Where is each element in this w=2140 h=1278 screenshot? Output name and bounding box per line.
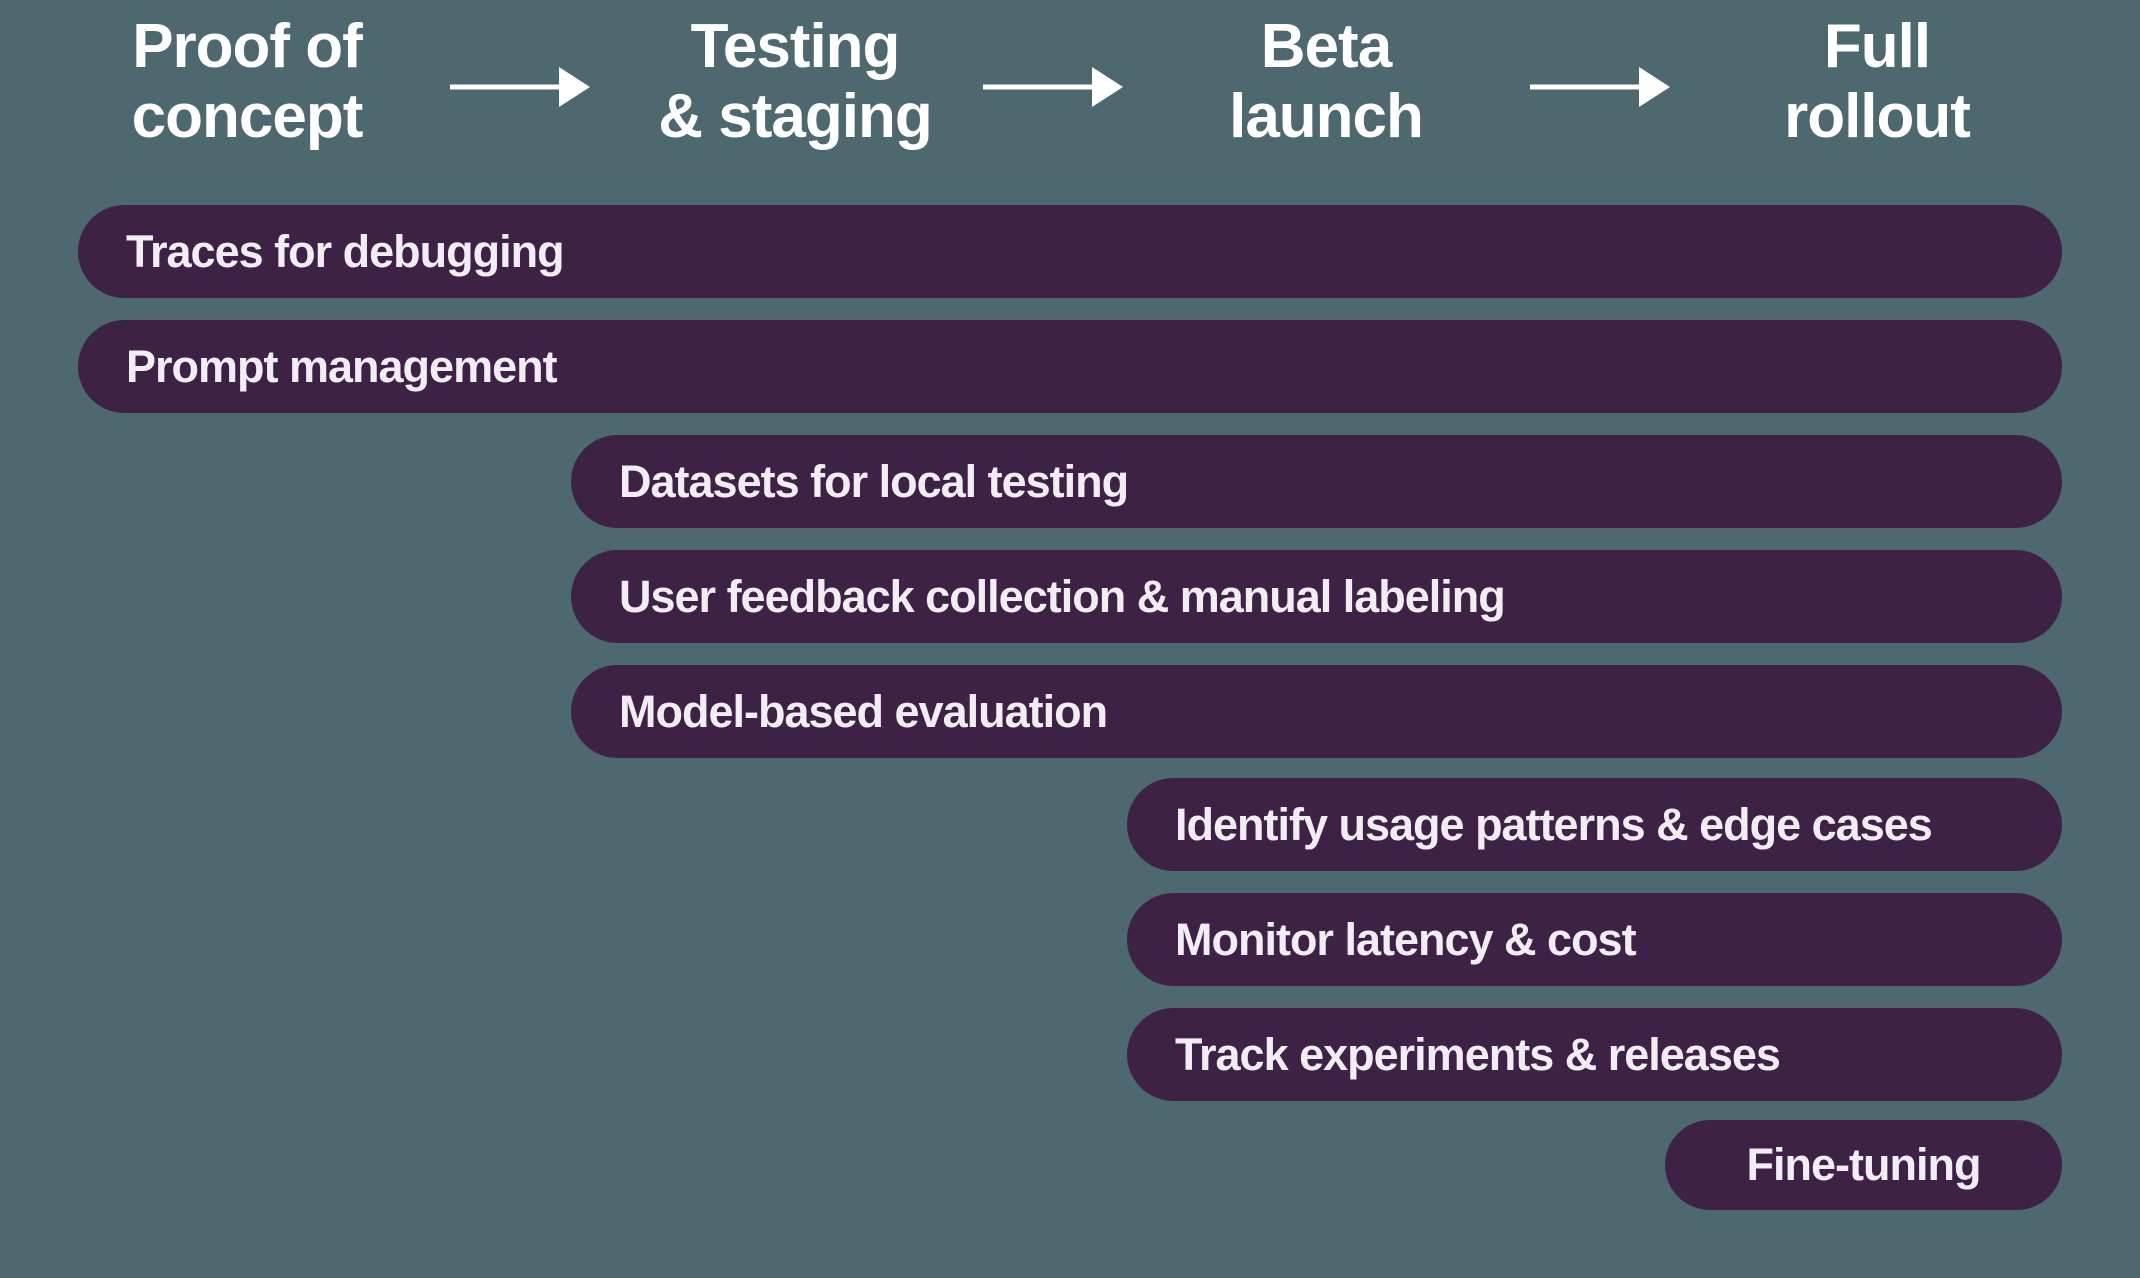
- bar-identify-usage-patterns: Identify usage patterns & edge cases: [1127, 778, 2062, 871]
- bar-label: Fine-tuning: [1746, 1139, 1982, 1190]
- stage-label-line2: rollout: [1784, 82, 1971, 151]
- bar-label: Identify usage patterns & edge cases: [1175, 798, 1933, 850]
- right-arrow-icon: [450, 67, 590, 107]
- bar-model-based-evaluation: Model-based evaluation: [571, 665, 2062, 758]
- bar-label: Datasets for local testing: [619, 455, 1129, 507]
- bar-traces-for-debugging: Traces for debugging: [78, 205, 2062, 298]
- bar-user-feedback-collection: User feedback collection & manual labeli…: [571, 550, 2062, 643]
- bar-fine-tuning: Fine-tuning: [1665, 1120, 2062, 1210]
- stage-label-line1: Proof of: [132, 12, 363, 81]
- bar-label: Track experiments & releases: [1175, 1028, 1781, 1080]
- stage-label-line2: & staging: [658, 82, 932, 151]
- bar-label: User feedback collection & manual labeli…: [619, 570, 1506, 622]
- stage-label-line1: Beta: [1260, 12, 1392, 81]
- right-arrow-icon: [1530, 67, 1670, 107]
- bar-datasets-for-local-testing: Datasets for local testing: [571, 435, 2062, 528]
- bar-prompt-management: Prompt management: [78, 320, 2062, 413]
- bar-monitor-latency-cost: Monitor latency & cost: [1127, 893, 2062, 986]
- stage-label-line1: Testing: [690, 12, 901, 81]
- bar-track-experiments-releases: Track experiments & releases: [1127, 1008, 2062, 1101]
- bar-label: Monitor latency & cost: [1175, 913, 1637, 965]
- stage-testing-staging: Testing& staging: [658, 12, 932, 152]
- stage-label-line2: launch: [1229, 82, 1424, 151]
- bar-label: Prompt management: [126, 340, 558, 392]
- bar-label: Model-based evaluation: [619, 685, 1108, 737]
- stage-label-line2: concept: [131, 82, 364, 151]
- stage-label-line1: Full: [1823, 12, 1931, 81]
- right-arrow-icon: [983, 67, 1123, 107]
- bar-label: Traces for debugging: [126, 225, 565, 277]
